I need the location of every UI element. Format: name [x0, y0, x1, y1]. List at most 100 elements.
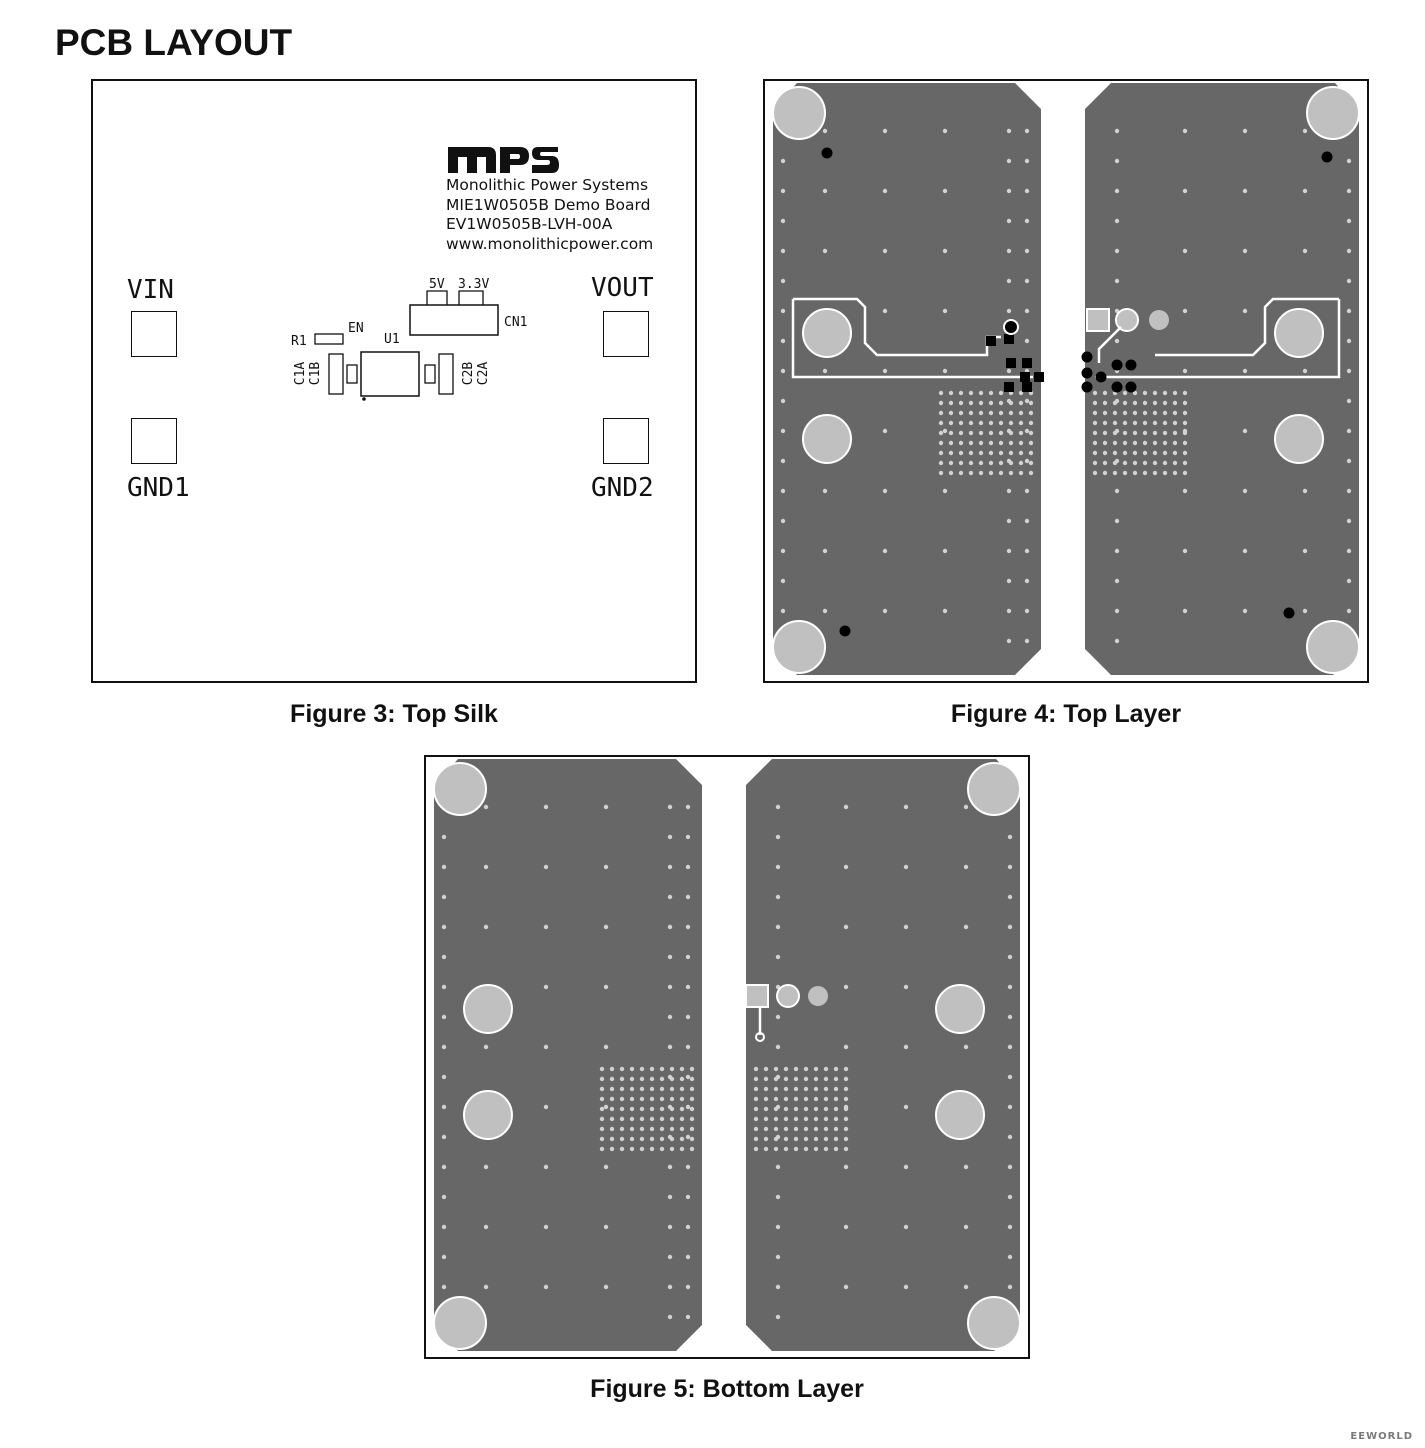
thermal-via: [1142, 440, 1148, 446]
stitching-via: [1006, 218, 1012, 224]
thermal-via: [1008, 470, 1014, 476]
copper-pour-left: [434, 759, 702, 1351]
thermal-via: [998, 390, 1004, 396]
thermal-via: [619, 1116, 625, 1122]
thermal-via: [1122, 390, 1128, 396]
stitching-via: [1302, 248, 1308, 254]
mounting-hole: [967, 1296, 1021, 1350]
thermal-via: [833, 1106, 839, 1112]
thermal-via: [649, 1146, 655, 1152]
stitching-via: [1346, 608, 1352, 614]
thermal-via: [1162, 440, 1168, 446]
stitching-via: [1007, 1284, 1013, 1290]
thermal-via: [988, 460, 994, 466]
thermal-via: [679, 1076, 685, 1082]
thermal-via: [599, 1146, 605, 1152]
thermal-via: [1142, 460, 1148, 466]
thermal-via: [978, 400, 984, 406]
thermal-via: [783, 1076, 789, 1082]
thermal-via: [619, 1126, 625, 1132]
thermal-via: [1152, 430, 1158, 436]
thermal-via: [1172, 460, 1178, 466]
thermal-via: [763, 1146, 769, 1152]
thermal-via: [783, 1066, 789, 1072]
thermal-via: [679, 1086, 685, 1092]
thermal-via: [669, 1086, 675, 1092]
stitching-via: [843, 924, 849, 930]
stitching-via: [603, 1164, 609, 1170]
thermal-via: [649, 1066, 655, 1072]
thermal-via: [1152, 460, 1158, 466]
thermal-via: [1018, 450, 1024, 456]
thermal-via: [639, 1086, 645, 1092]
thermal-via: [1028, 420, 1034, 426]
board-info-line: MIE1W0505B Demo Board: [446, 195, 651, 214]
thermal-via: [1122, 470, 1128, 476]
thermal-via: [659, 1106, 665, 1112]
thermal-via: [823, 1096, 829, 1102]
thermal-via: [988, 420, 994, 426]
thermal-via: [639, 1096, 645, 1102]
stitching-via: [942, 128, 948, 134]
stitching-via: [667, 1284, 673, 1290]
thermal-via: [948, 390, 954, 396]
thermal-via: [1142, 470, 1148, 476]
thermal-via: [753, 1116, 759, 1122]
stitching-via: [1346, 308, 1352, 314]
stitching-via: [1006, 308, 1012, 314]
stitching-via: [882, 128, 888, 134]
thermal-via: [679, 1096, 685, 1102]
stitching-via: [1006, 188, 1012, 194]
thermal-via: [639, 1116, 645, 1122]
v5-label: 5V: [429, 277, 445, 292]
stitching-via: [942, 368, 948, 374]
thermal-via: [1122, 420, 1128, 426]
thermal-via: [1028, 460, 1034, 466]
thermal-via: [948, 440, 954, 446]
thermal-via: [833, 1146, 839, 1152]
thermal-via: [609, 1126, 615, 1132]
stitching-via: [1006, 578, 1012, 584]
u1-label: U1: [384, 332, 400, 347]
c2a-label: C2A: [476, 361, 492, 386]
thermal-via: [938, 460, 944, 466]
stitching-via: [1182, 488, 1188, 494]
stitching-via: [1346, 338, 1352, 344]
mounting-hole: [967, 762, 1021, 816]
thermal-via: [1172, 390, 1178, 396]
board-info-line: EV1W0505B-LVH-00A: [446, 215, 613, 233]
thermal-via: [1112, 410, 1118, 416]
thermal-via: [843, 1136, 849, 1142]
thermal-via: [998, 470, 1004, 476]
mounting-hole: [433, 762, 487, 816]
stitching-via: [1006, 128, 1012, 134]
stitching-via: [603, 1104, 609, 1110]
thermal-via: [1132, 430, 1138, 436]
thermal-via: [958, 470, 964, 476]
thermal-via: [599, 1086, 605, 1092]
thermal-via: [1102, 440, 1108, 446]
stitching-via: [441, 1104, 447, 1110]
thermal-via: [1092, 390, 1098, 396]
mounting-hole: [1306, 620, 1360, 674]
thermal-via: [1182, 470, 1188, 476]
thermal-via: [1102, 470, 1108, 476]
thermal-via: [978, 430, 984, 436]
thermal-via: [763, 1116, 769, 1122]
thermal-via: [1132, 460, 1138, 466]
stitching-via: [543, 864, 549, 870]
stitching-via: [543, 924, 549, 930]
thermal-via: [823, 1086, 829, 1092]
thermal-via: [1172, 440, 1178, 446]
thermal-via: [659, 1086, 665, 1092]
thermal-via: [1142, 410, 1148, 416]
stitching-via: [903, 984, 909, 990]
fiducial: [1321, 151, 1333, 163]
stitching-via: [667, 894, 673, 900]
stitching-via: [903, 1224, 909, 1230]
thermal-via: [1092, 430, 1098, 436]
thermal-via: [1092, 440, 1098, 446]
thermal-via: [1162, 450, 1168, 456]
stitching-via: [1024, 518, 1030, 524]
stitching-via: [1024, 248, 1030, 254]
